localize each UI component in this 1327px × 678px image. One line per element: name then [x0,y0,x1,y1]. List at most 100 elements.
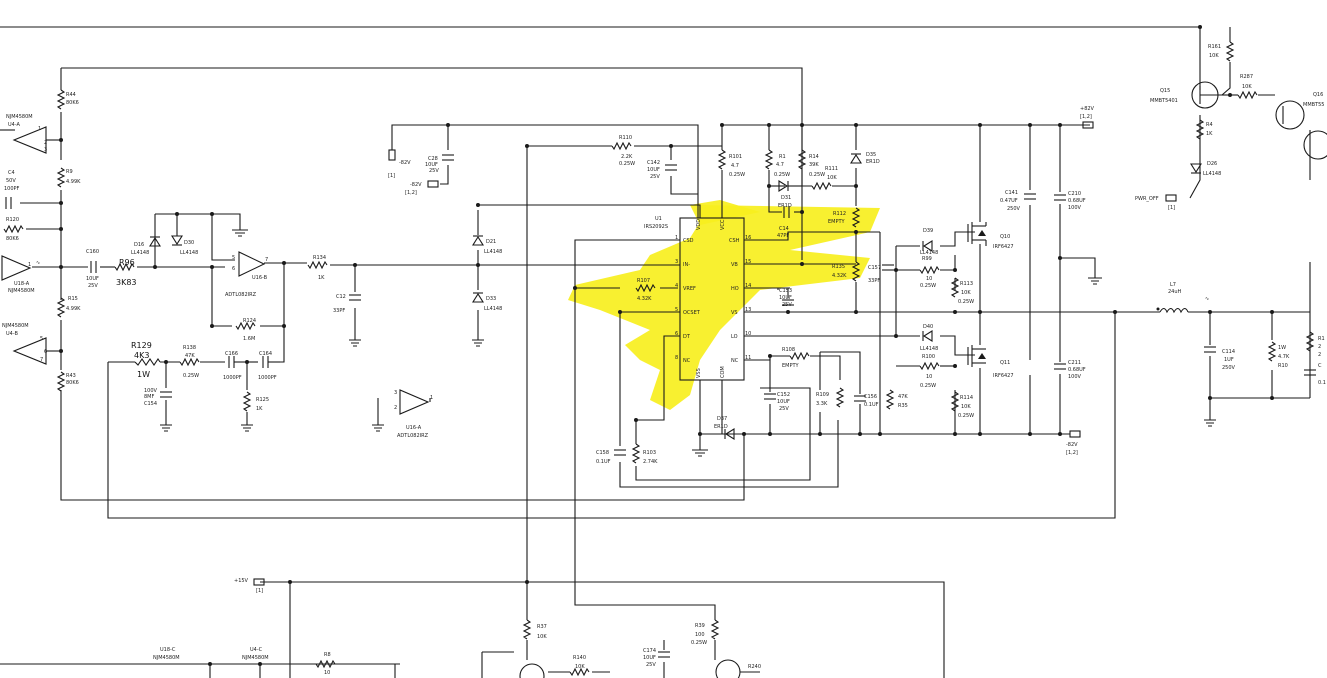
svg-text:7: 7 [40,357,43,363]
svg-text:LL4148: LL4148 [484,249,502,255]
resistor-r124 [235,321,256,331]
u4c-part: NJM4580M [242,655,269,661]
svg-text:1: 1 [28,262,31,268]
svg-text:NC: NC [731,358,739,364]
u18c-label: U18-C [160,647,176,653]
resistor-r44 [56,89,66,110]
svg-text:C166: C166 [225,351,238,357]
svg-text:47K: 47K [185,353,195,359]
svg-text:D35: D35 [866,152,876,158]
svg-text:D33: D33 [486,296,496,302]
svg-text:100V: 100V [144,388,158,394]
opamp-u4a: NJM4580M U4-A 123 [6,114,47,154]
svg-text:[1,2]: [1,2] [405,190,417,196]
resistor-r134 [307,260,328,270]
svg-text:VB: VB [731,262,738,268]
capacitor-c174 [658,651,670,658]
svg-text:100V: 100V [1068,374,1082,380]
svg-text:0.25W: 0.25W [920,383,936,389]
svg-text:10: 10 [745,331,751,337]
svg-text:R111: R111 [825,166,838,172]
svg-text:10K: 10K [1242,84,1252,90]
svg-text:5: 5 [232,255,235,261]
svg-text:C164: C164 [259,351,272,357]
svg-text:2: 2 [394,405,397,411]
connector-pos82 [1082,121,1094,129]
svg-text:10: 10 [324,670,330,676]
svg-text:8: 8 [675,355,678,361]
resistor-r1 [764,149,774,170]
svg-text:Q11: Q11 [1000,360,1010,366]
capacitor-c28 [442,154,454,161]
svg-text:1: 1 [675,235,678,241]
svg-text:R240: R240 [748,664,761,670]
svg-text:U4-B: U4-B [6,331,18,337]
svg-text:4.7: 4.7 [731,163,739,169]
svg-text:1W: 1W [137,370,150,379]
svg-text:[1]: [1] [388,173,395,179]
capacitors [5,154,1316,658]
svg-text:10UF: 10UF [779,295,792,301]
capacitor-c4 [5,197,12,209]
svg-text:6: 6 [232,266,235,272]
svg-text:16: 16 [745,235,751,241]
svg-text:14: 14 [745,283,751,289]
svg-text:∿: ∿ [36,260,40,266]
svg-text:ER1D: ER1D [778,203,792,209]
resistor-r140 [569,667,590,677]
svg-text:0.1UF: 0.1UF [596,459,611,465]
resistor-r287 [1237,90,1258,100]
resistor-r113 [950,277,960,298]
resistor-r101 [717,149,727,170]
svg-text:10K: 10K [575,664,585,670]
svg-text:0.25W: 0.25W [920,283,936,289]
diode-d37 [724,428,735,440]
svg-text:U16-A: U16-A [406,425,422,431]
svg-text:2.74K: 2.74K [643,459,658,465]
resistor-r110 [611,141,632,151]
svg-text:1W: 1W [1278,345,1286,351]
capacitor-c152 [764,393,776,400]
svg-text:C4: C4 [8,170,15,176]
resistor-r37 [522,619,532,640]
svg-text:R100: R100 [922,354,935,360]
svg-text:4K3: 4K3 [134,351,149,360]
u18c-part: NJM4580M [153,655,180,661]
svg-text:C: C [1318,363,1322,369]
svg-text:3: 3 [394,390,397,396]
svg-text:R120: R120 [6,217,19,223]
svg-text:R287: R287 [1240,74,1253,80]
svg-text:R99: R99 [922,256,932,262]
svg-text:25V: 25V [88,283,98,289]
svg-text:R135: R135 [832,264,845,270]
svg-text:250V: 250V [1222,365,1236,371]
connector-neg82-left2 [427,180,439,188]
svg-text:24uH: 24uH [1168,289,1182,295]
svg-text:U18-A: U18-A [14,281,30,287]
svg-text:47PF: 47PF [777,233,789,239]
svg-text:R125: R125 [256,397,269,403]
svg-text:2.2K: 2.2K [621,154,633,160]
svg-text:4.7: 4.7 [776,162,784,168]
svg-text:13: 13 [745,307,751,313]
svg-text:R37: R37 [537,624,547,630]
resistor-r114 [950,391,960,412]
svg-text:0.25W: 0.25W [729,172,745,178]
svg-text:10K: 10K [961,404,971,410]
svg-text:LO: LO [731,334,738,340]
capacitor-c142 [665,164,677,171]
opamp-u4b: NJM4580M U4-B 567 [2,323,47,365]
svg-text:-82V: -82V [399,160,411,166]
resistor-r15 [56,297,66,318]
svg-text:0.68UF: 0.68UF [1068,198,1086,204]
svg-text:VSS: VSS [696,368,702,378]
svg-text:10K: 10K [1209,53,1219,59]
svg-text:ER1D: ER1D [714,424,728,430]
capacitor-c153 [782,299,794,306]
svg-text:0.68UF: 0.68UF [1068,367,1086,373]
svg-text:Q16: Q16 [1313,92,1323,98]
svg-text:D39: D39 [923,228,933,234]
svg-text:1K: 1K [1206,131,1213,137]
